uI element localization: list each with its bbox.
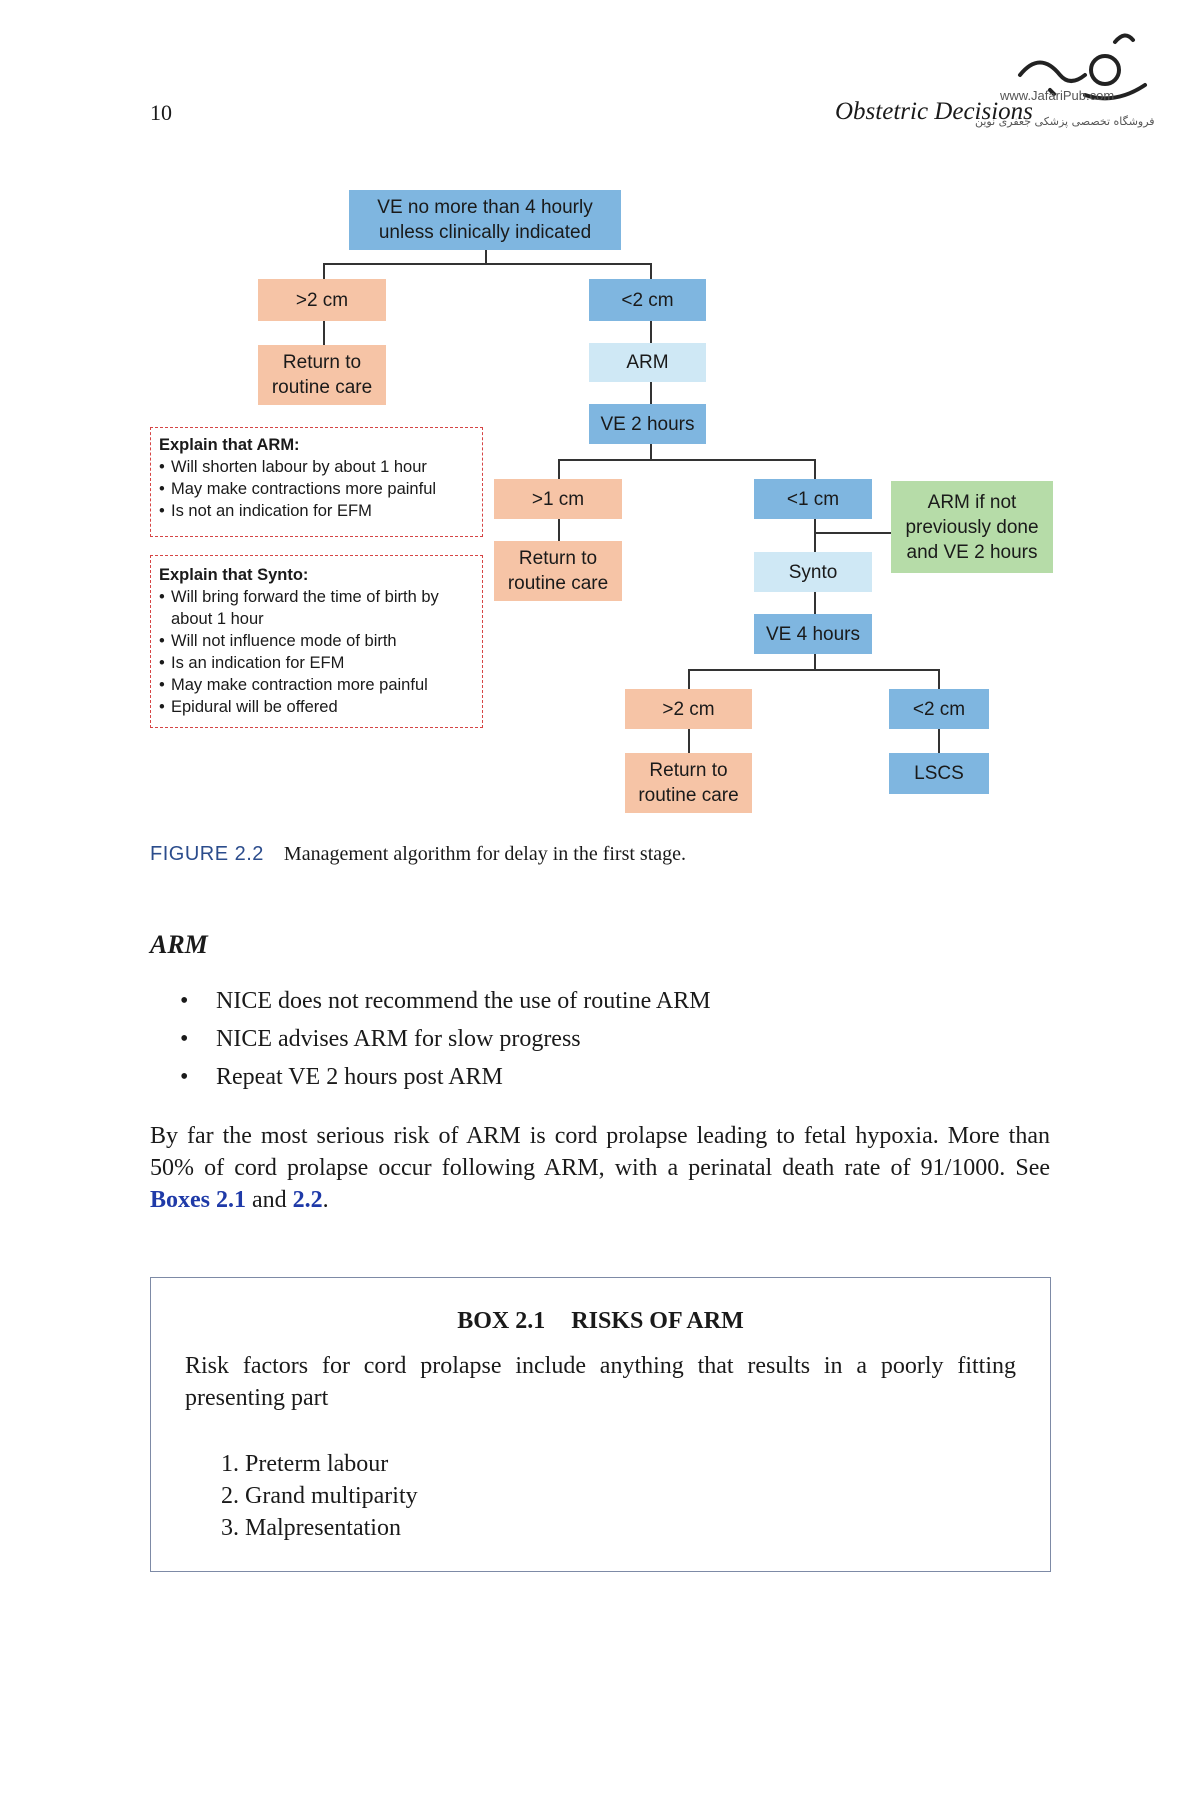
flow-left-branch: >2 cm (258, 279, 386, 321)
flow-gt1-outcome: Return to routine care (494, 541, 622, 601)
section-heading: ARM (150, 930, 208, 959)
list-item: NICE does not recommend the use of routi… (180, 982, 711, 1020)
body-paragraph: By far the most serious risk of ARM is c… (150, 1120, 1050, 1216)
page-number: 10 (150, 100, 172, 125)
flow-lscs-box: LSCS (889, 753, 989, 794)
flow-gt2-final-outcome: Return to routine care (625, 753, 752, 813)
note-synto-item: May make contraction more painful (159, 674, 474, 696)
note-synto-item: Will bring forward the time of birth by … (159, 586, 474, 630)
list-item: 1. Preterm labour (221, 1451, 389, 1477)
list-item: 3. Malpresentation (221, 1515, 401, 1541)
note-synto-title: Explain that Synto: (159, 566, 309, 584)
flow-lt2-final: <2 cm (889, 689, 989, 729)
flow-root-box: VE no more than 4 hourly unless clinical… (349, 190, 621, 250)
note-explain-synto: Explain that Synto: Will bring forward t… (150, 555, 483, 728)
list-item: NICE advises ARM for slow progress (180, 1020, 711, 1058)
box-2-1-link[interactable]: 2.1 (216, 1187, 246, 1213)
watermark-url: www.JafariPub.com (1000, 88, 1115, 103)
section-bullet-list: NICE does not recommend the use of routi… (180, 982, 711, 1096)
note-arm-item: Is not an indication for EFM (159, 500, 474, 522)
running-title: Obstetric Decisions (835, 98, 1033, 125)
flow-ve-2-hours: VE 2 hours (589, 404, 706, 444)
list-item: Repeat VE 2 hours post ARM (180, 1058, 711, 1096)
list-item: 2. Grand multiparity (221, 1483, 418, 1509)
flow-arm-if-not: ARM if not previously done and VE 2 hour… (891, 481, 1053, 573)
note-arm-title: Explain that ARM: (159, 436, 300, 454)
flow-synto-box: Synto (754, 552, 872, 592)
box-title-text: RISKS OF ARM (571, 1308, 744, 1334)
paragraph-and: and (246, 1187, 293, 1213)
flow-gt2-final: >2 cm (625, 689, 752, 729)
flow-arm-box: ARM (589, 343, 706, 382)
figure-caption: FIGURE 2.2 Management algorithm for delay… (150, 843, 686, 866)
box-title: BOX 2.1 RISKS OF ARM (151, 1308, 1050, 1335)
note-synto-item: Will not influence mode of birth (159, 630, 474, 652)
note-arm-item: May make contractions more painful (159, 478, 474, 500)
box-numbered-list: 1. Preterm labour 2. Grand multiparity 3… (221, 1448, 418, 1544)
watermark-subtitle: فروشگاه تخصصی پزشکی جعفری نوین (975, 115, 1155, 128)
box-2-2-link[interactable]: 2.2 (292, 1187, 323, 1213)
figure-caption-text: Management algorithm for delay in the fi… (283, 843, 687, 865)
publisher-logo-icon (1018, 33, 1147, 101)
box-number: BOX 2.1 (457, 1308, 546, 1334)
paragraph-text: By far the most serious risk of ARM is c… (150, 1123, 1050, 1181)
flow-lt1-branch: <1 cm (754, 479, 872, 519)
flow-right-branch: <2 cm (589, 279, 706, 321)
box-risks-of-arm: BOX 2.1 RISKS OF ARM Risk factors for cor… (150, 1277, 1051, 1572)
figure-label: FIGURE 2.2 (150, 843, 264, 865)
note-synto-item: Epidural will be offered (159, 696, 474, 718)
flow-ve-4-hours: VE 4 hours (754, 614, 872, 654)
flow-left-outcome: Return to routine care (258, 345, 386, 405)
flow-gt1-branch: >1 cm (494, 479, 622, 519)
note-arm-item: Will shorten labour by about 1 hour (159, 456, 474, 478)
boxes-link-word[interactable]: Boxes (150, 1187, 210, 1213)
note-synto-item: Is an indication for EFM (159, 652, 474, 674)
paragraph-end: . (322, 1187, 329, 1213)
note-explain-arm: Explain that ARM: Will shorten labour by… (150, 427, 483, 537)
box-intro: Risk factors for cord prolapse include a… (185, 1353, 1016, 1411)
